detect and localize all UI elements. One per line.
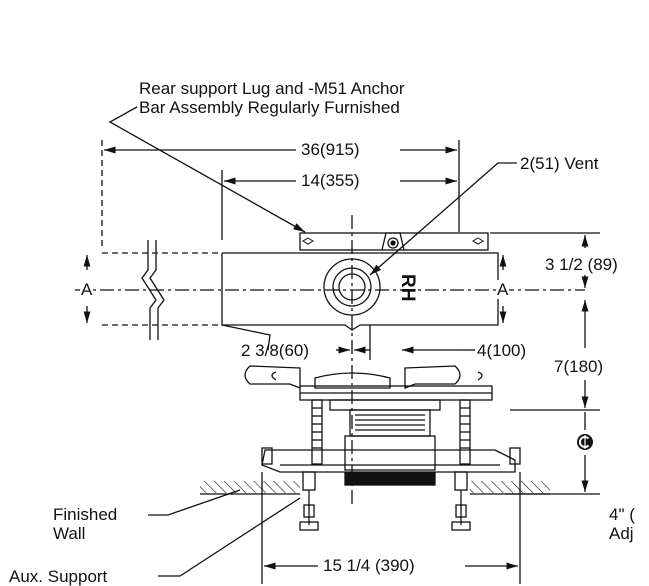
- bolt-spacing-dimension: [261, 472, 521, 584]
- overall-width-label: 36(915): [300, 140, 361, 159]
- floor-hatch: [200, 481, 550, 495]
- carrier-elevation: [244, 365, 521, 531]
- rear-support-leader: [108, 106, 306, 233]
- inner-width-label: 14(355): [300, 171, 361, 190]
- rear-support-bar: [299, 232, 489, 251]
- finished-wall-leader: [148, 489, 241, 516]
- section-a-markers: [83, 255, 507, 323]
- break-lines: [141, 240, 165, 340]
- height-dimensions: [490, 232, 600, 495]
- offset-dimensions: [221, 324, 475, 360]
- vent-label: 2(51) Vent: [520, 154, 599, 173]
- finished-wall-label-line2: Wall: [53, 524, 86, 543]
- offset-left-label: 2 3/8(60): [241, 341, 310, 360]
- aux-support-leader: [158, 497, 301, 577]
- offset-right-label: 4(100): [477, 341, 527, 360]
- adjust-label-line1: 4" (: [609, 505, 635, 524]
- vent-leader: [369, 162, 517, 276]
- rh-mark: RH: [397, 274, 418, 302]
- height-top-label: 3 1/2 (89): [544, 255, 619, 274]
- inner-width-dimension: [221, 170, 457, 240]
- rear-support-label-line2: Bar Assembly Regularly Furnished: [139, 98, 400, 117]
- overall-width-dimension: [101, 140, 460, 250]
- section-a-right-label: A: [496, 280, 510, 299]
- bolt-spacing-label: 15 1/4 (390): [322, 556, 416, 575]
- aux-support-label: Aux. Support: [9, 567, 108, 586]
- rear-support-label-line1: Rear support Lug and -M51 Anchor: [139, 79, 405, 98]
- carrier-body: [75, 215, 585, 505]
- height-total-label: 7(180): [553, 357, 605, 376]
- adjust-label-line2: Adj: [609, 524, 634, 543]
- centerline-icon: [577, 434, 593, 450]
- finished-wall-label-line1: Finished: [53, 505, 118, 524]
- section-a-left-label: A: [80, 280, 94, 299]
